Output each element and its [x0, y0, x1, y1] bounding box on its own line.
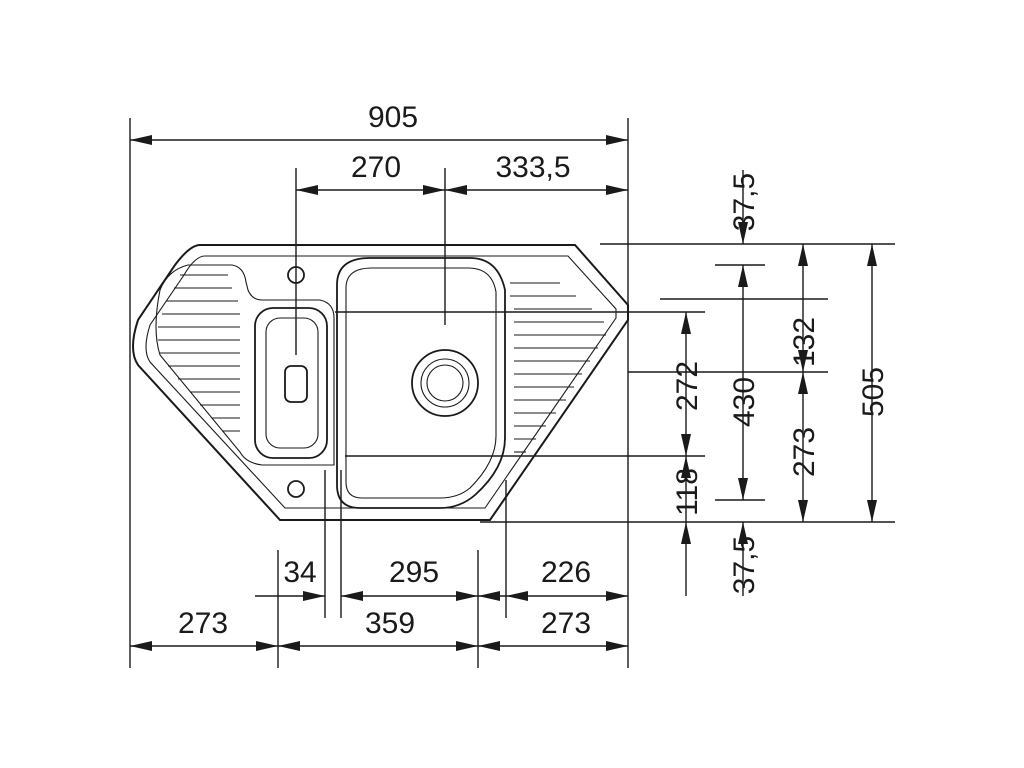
- dim-118: 118: [671, 468, 704, 516]
- main-bowl: [336, 257, 506, 509]
- small-bowl: [254, 307, 328, 459]
- dim-226: 226: [541, 556, 591, 589]
- vertical-dimensions: 37,5 430 37,5 132 273 505 272 118: [671, 170, 890, 596]
- dim-273-left: 273: [178, 607, 228, 640]
- dim-505: 505: [857, 367, 890, 417]
- dim-272: 272: [671, 361, 704, 411]
- drain: [411, 349, 479, 417]
- dim-333-5: 333,5: [495, 151, 570, 184]
- left-drainer-grooves: [158, 274, 240, 432]
- right-drainer: [510, 282, 606, 453]
- dim-905: 905: [368, 101, 418, 134]
- left-drainer: [155, 264, 335, 466]
- dim-359: 359: [365, 607, 415, 640]
- horizontal-dimensions: 905 270 333,5 34 295 226 273 359 273: [130, 101, 628, 651]
- dim-430: 430: [728, 377, 761, 427]
- dim-37-5-top: 37,5: [728, 173, 761, 231]
- dim-295: 295: [389, 556, 439, 589]
- dim-270: 270: [351, 151, 401, 184]
- dim-132: 132: [788, 317, 821, 367]
- dim-34: 34: [283, 556, 316, 589]
- overflow-slot: [284, 365, 308, 403]
- dim-273-right: 273: [541, 607, 591, 640]
- dim-273-vertical: 273: [788, 427, 821, 477]
- dim-37-5-bottom: 37,5: [728, 536, 761, 594]
- tap-hole-bottom: [287, 480, 305, 498]
